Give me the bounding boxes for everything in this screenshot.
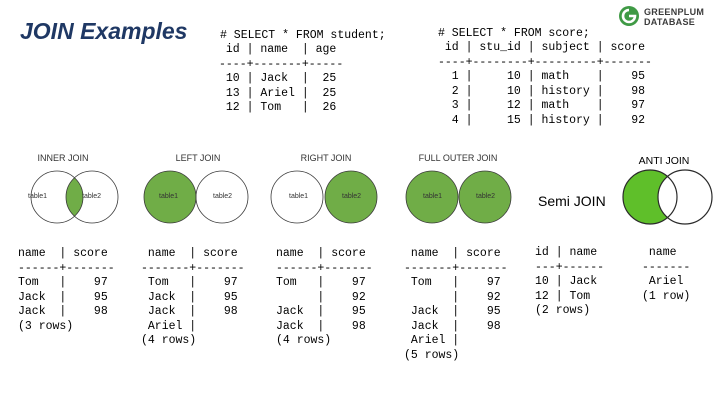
right-join-label: RIGHT JOIN — [300, 153, 352, 163]
left-join-label: LEFT JOIN — [175, 153, 221, 163]
logo-line2: DATABASE — [644, 17, 696, 27]
full-table2-label: table2 — [476, 193, 496, 200]
semi-join-label: Semi JOIN — [538, 193, 606, 209]
score-query-command: # SELECT * FROM score; — [438, 27, 590, 40]
page-title: JOIN Examples — [20, 18, 188, 44]
left-join-result: name | score -------+------- Tom | 97 Ja… — [141, 247, 245, 347]
right-join-venn — [270, 170, 378, 224]
inner-table2-label: table2 — [82, 193, 102, 200]
student-table: id | name | age ----+-------+----- 10 | … — [219, 43, 344, 114]
greenplum-logo: GREENPLUM DATABASE — [618, 5, 718, 31]
inner-join-venn — [30, 170, 119, 224]
left-table1-label: table1 — [159, 193, 179, 200]
greenplum-logo-icon — [619, 6, 639, 26]
left-join-venn — [143, 170, 249, 224]
right-table2-label: table2 — [342, 193, 362, 200]
score-table: id | stu_id | subject | score ----+-----… — [438, 41, 652, 127]
full-outer-join-result: name | score -------+------- Tom | 97 | … — [404, 247, 508, 362]
anti-join-label: ANTI JOIN — [638, 155, 690, 167]
student-query-command: # SELECT * FROM student; — [220, 29, 386, 42]
semi-join-result: id | name ---+------ 10 | Jack 12 | Tom … — [535, 246, 605, 317]
anti-join-venn — [622, 169, 713, 225]
inner-table1-label: table1 — [28, 193, 48, 200]
full-outer-join-venn — [405, 170, 512, 224]
left-table2-label: table2 — [213, 193, 233, 200]
inner-join-result: name | score ------+------- Tom | 97 Jac… — [18, 247, 115, 333]
anti-join-result: name ------- Ariel (1 row) — [642, 246, 691, 303]
logo-line1: GREENPLUM — [644, 7, 705, 17]
right-table1-label: table1 — [289, 193, 309, 200]
inner-join-label: INNER JOIN — [37, 153, 89, 163]
full-outer-join-label: FULL OUTER JOIN — [418, 153, 498, 163]
right-join-result: name | score ------+------- Tom | 97 | 9… — [276, 247, 373, 347]
full-table1-label: table1 — [423, 193, 443, 200]
